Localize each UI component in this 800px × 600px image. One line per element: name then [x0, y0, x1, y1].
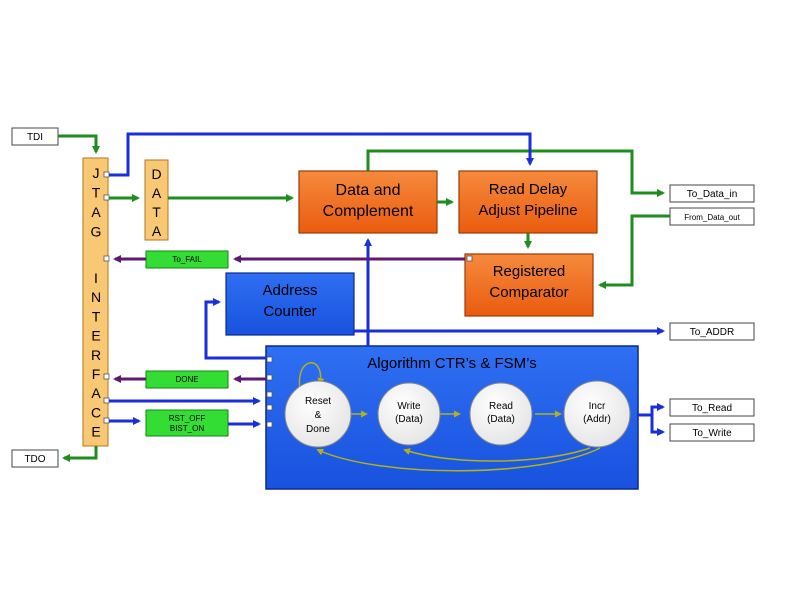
data-letter: A: [152, 185, 162, 201]
jtag-letter: C: [91, 404, 101, 420]
io-label-to-read: To_Read: [669, 398, 755, 417]
svg-text:Read Delay: Read Delay: [489, 181, 568, 198]
blue-connections: [109, 132, 665, 436]
svg-text:Complement: Complement: [323, 203, 414, 220]
io-label-to-data-in: To_Data_in: [669, 184, 755, 203]
jtag-letter: I: [94, 270, 98, 286]
data-letter: T: [152, 204, 161, 220]
fsm-state-reset: Reset & Done: [284, 380, 352, 448]
read-delay-block: Read Delay Adjust Pipeline: [458, 170, 598, 234]
svg-text:DONE: DONE: [175, 375, 198, 384]
svg-text:From_Data_out: From_Data_out: [684, 213, 740, 222]
svg-text:Done: Done: [306, 424, 330, 435]
svg-text:To_Read: To_Read: [692, 403, 732, 414]
signal-done: DONE: [145, 370, 229, 389]
svg-text:(Data): (Data): [395, 414, 423, 425]
registered-comparator-block: Registered Comparator: [464, 253, 594, 317]
data-letter: A: [152, 223, 162, 239]
algorithm-ports: [266, 356, 273, 428]
signal-rst-bist: RST_OFF BIST_ON: [145, 409, 229, 437]
svg-text:&: &: [315, 410, 322, 421]
data-letter: D: [151, 166, 161, 182]
io-label-to-addr: To_ADDR: [669, 322, 755, 341]
fsm-state-incr: Incr (Addr): [563, 380, 631, 448]
svg-text:Adjust Pipeline: Adjust Pipeline: [478, 202, 577, 219]
svg-text:Write: Write: [397, 401, 421, 412]
svg-text:Counter: Counter: [263, 303, 316, 320]
svg-text:Incr: Incr: [589, 401, 606, 412]
address-counter-block: Address Counter: [225, 272, 355, 336]
svg-text:RST_OFF: RST_OFF: [169, 414, 206, 423]
svg-text:Data and: Data and: [336, 182, 401, 199]
jtag-letter: E: [91, 328, 100, 344]
jtag-letter: G: [91, 224, 102, 240]
svg-text:To_ADDR: To_ADDR: [690, 327, 734, 338]
jtag-letter: A: [91, 204, 101, 220]
svg-text:Registered: Registered: [493, 263, 566, 280]
svg-text:Address: Address: [262, 282, 317, 299]
fsm-state-read: Read (Data): [469, 382, 533, 446]
jtag-letter: T: [92, 185, 101, 201]
jtag-letter: J: [93, 165, 100, 181]
algorithm-title: Algorithm CTR’s & FSM’s: [367, 355, 536, 372]
fsm-transitions: [298, 362, 601, 472]
svg-text:Reset: Reset: [305, 396, 331, 407]
purple-connections: [113, 255, 465, 383]
jtag-letter: T: [92, 308, 101, 324]
io-label-from-data-out: From_Data_out: [669, 207, 755, 226]
svg-text:To_FAIL: To_FAIL: [172, 255, 202, 264]
svg-text:(Data): (Data): [487, 414, 515, 425]
svg-text:Read: Read: [489, 401, 513, 412]
svg-text:TDI: TDI: [27, 132, 43, 143]
jtag-letter: A: [91, 385, 101, 401]
data-complement-block: Data and Complement: [298, 170, 438, 234]
svg-text:(Addr): (Addr): [583, 414, 611, 425]
svg-text:To_Write: To_Write: [692, 428, 732, 439]
jtag-letter: R: [91, 347, 101, 363]
jtag-letter: E: [91, 424, 100, 440]
svg-text:Comparator: Comparator: [489, 284, 568, 301]
svg-text:BIST_ON: BIST_ON: [170, 424, 204, 433]
signal-to-fail: To_FAIL: [145, 250, 229, 269]
io-label-tdo: TDO: [11, 449, 59, 468]
jtag-letter: F: [92, 366, 101, 382]
svg-text:To_Data_in: To_Data_in: [687, 189, 738, 200]
green-connections: [58, 134, 670, 462]
io-label-tdi: TDI: [11, 127, 59, 146]
jtag-letter: N: [91, 289, 101, 305]
svg-text:TDO: TDO: [24, 454, 45, 465]
fsm-state-write: Write (Data): [377, 382, 441, 446]
io-label-to-write: To_Write: [669, 423, 755, 442]
